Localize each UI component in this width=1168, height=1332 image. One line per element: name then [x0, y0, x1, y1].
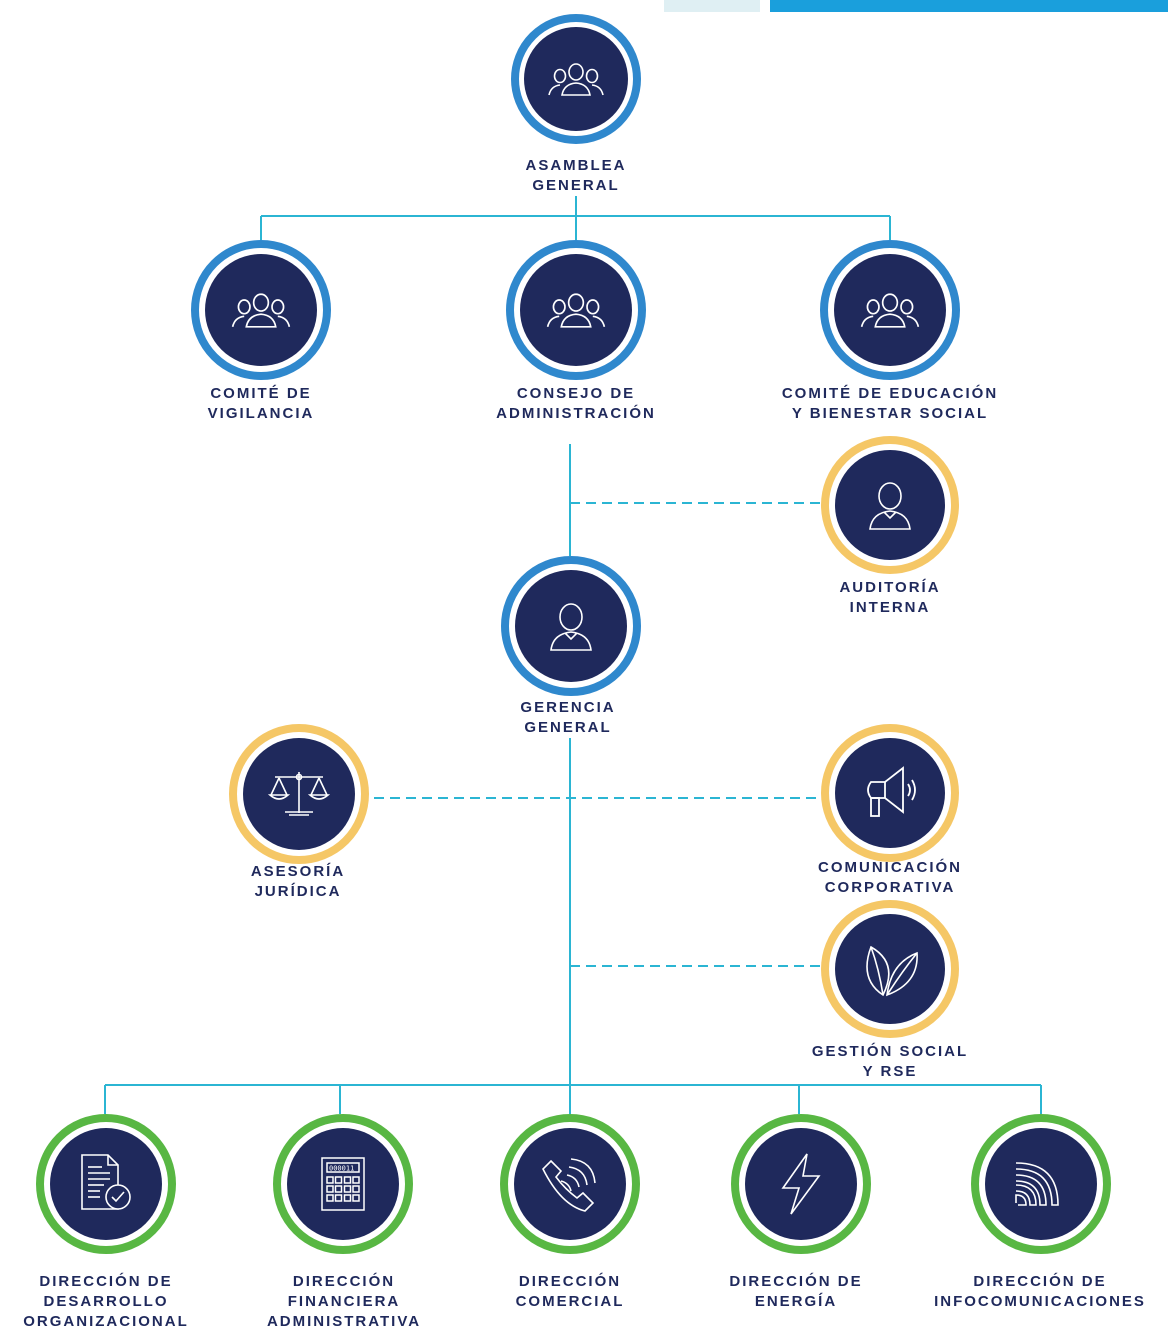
group-icon — [548, 63, 604, 96]
node-direccion-energia[interactable] — [731, 1114, 871, 1254]
leaves-icon — [866, 945, 918, 997]
person-icon — [869, 482, 911, 530]
node-gerencia-general[interactable] — [501, 556, 641, 696]
calculator-icon: 000011 — [321, 1157, 365, 1211]
top-accent-bar-light — [664, 0, 760, 12]
node-auditoria-interna[interactable] — [821, 436, 959, 574]
node-comite-educacion[interactable] — [820, 240, 960, 380]
signal-icon — [1015, 1162, 1059, 1206]
node-direccion-financiera[interactable]: 000011 — [273, 1114, 413, 1254]
node-consejo-administracion[interactable] — [506, 240, 646, 380]
node-asamblea-general[interactable] — [511, 14, 641, 144]
calculator-display: 000011 — [329, 1165, 354, 1173]
node-asesoria-juridica[interactable] — [229, 724, 369, 864]
document-check-icon — [81, 1154, 131, 1210]
node-direccion-infocomunicaciones[interactable] — [971, 1114, 1111, 1254]
person-icon — [550, 603, 592, 651]
scales-icon — [267, 772, 331, 816]
phone-icon — [542, 1158, 596, 1212]
group-icon — [860, 293, 920, 328]
node-comite-vigilancia[interactable] — [191, 240, 331, 380]
megaphone-icon — [867, 766, 916, 817]
node-direccion-comercial[interactable] — [500, 1114, 640, 1254]
node-direccion-desarrollo[interactable] — [36, 1114, 176, 1254]
node-comunicacion-corporativa[interactable] — [821, 724, 959, 862]
node-gestion-social[interactable] — [821, 900, 959, 1038]
lightning-icon — [781, 1153, 821, 1215]
group-icon — [231, 293, 291, 328]
group-icon — [546, 293, 606, 328]
top-accent-bar — [770, 0, 1168, 12]
